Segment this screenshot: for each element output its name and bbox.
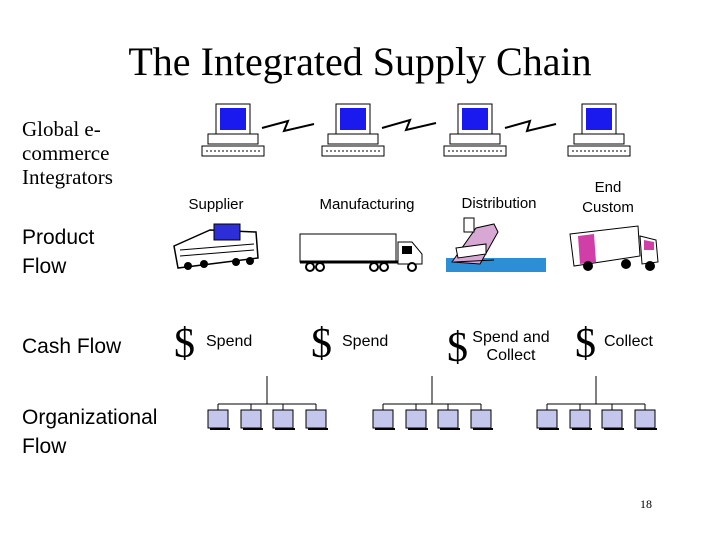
org-box	[470, 409, 492, 429]
computer-icon	[321, 103, 385, 157]
cash-label-end-customer: Collect	[604, 333, 653, 350]
dollar-icon: $	[575, 321, 596, 367]
org-box	[305, 409, 327, 429]
org-box	[569, 409, 591, 429]
org-box	[536, 409, 558, 429]
dollar-icon: $	[447, 325, 468, 371]
stage-label-distribution: Distribution	[461, 195, 537, 212]
row-label-cash-flow: Cash Flow	[22, 335, 122, 358]
org-boxes	[207, 409, 656, 429]
row-label-organizational-flow: Organizational Flow	[22, 403, 202, 461]
stage-label-supplier: Supplier	[188, 196, 244, 213]
org-box	[601, 409, 623, 429]
truck-icon	[299, 233, 423, 272]
row-label-global-integrators: Global e-commerce Integrators	[22, 117, 113, 189]
stage-label-end-customer: End Custom	[582, 179, 634, 216]
train-icon	[173, 223, 259, 270]
cash-label-distribution: Spend and Collect	[472, 329, 550, 364]
network-link-2	[381, 118, 437, 132]
computer-icon	[443, 103, 507, 157]
org-connectors	[217, 376, 646, 410]
org-box-shadows	[210, 428, 657, 430]
page-number: 18	[640, 497, 652, 511]
computer-icon	[567, 103, 631, 157]
dollar-icon: $	[311, 321, 332, 367]
network-link-1	[261, 119, 315, 133]
org-box	[272, 409, 294, 429]
stage-label-manufacturing: Manufacturing	[319, 196, 415, 213]
page-title: The Integrated Supply Chain	[128, 39, 592, 84]
delivery-truck-icon	[569, 225, 659, 271]
cash-label-supplier: Spend	[206, 333, 253, 350]
ship-icon	[446, 217, 546, 272]
org-box	[207, 409, 229, 429]
org-box	[372, 409, 394, 429]
cash-label-manufacturing: Spend	[342, 333, 389, 350]
org-box	[240, 409, 262, 429]
computer-icon	[201, 103, 265, 157]
org-box	[437, 409, 459, 429]
dollar-icon: $	[174, 321, 195, 367]
org-box	[405, 409, 427, 429]
network-link-3	[504, 119, 557, 133]
network-links	[261, 118, 557, 133]
row-label-product-flow: Product Flow	[22, 226, 95, 278]
org-box	[634, 409, 656, 429]
